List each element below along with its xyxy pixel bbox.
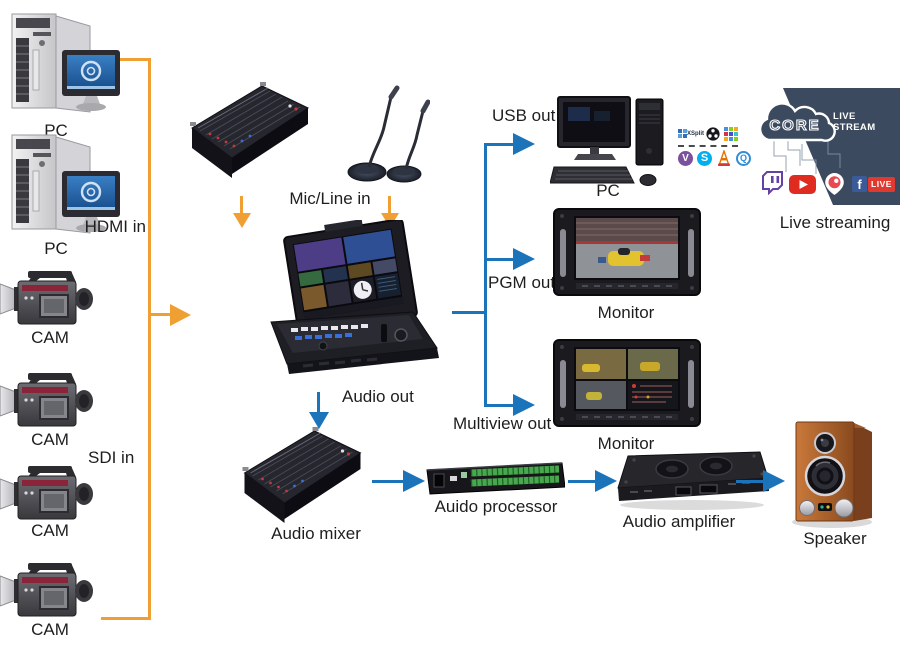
rack-monitor-icon [552, 205, 702, 302]
audio-mixer-label: Audio mixer [271, 524, 361, 543]
output-pc-label: PC [596, 181, 620, 200]
amplifier-speaker-arrow-head [763, 470, 785, 492]
facebook-icon: f [852, 176, 867, 192]
skype-icon: S [697, 151, 712, 166]
cam2-label: CAM [31, 430, 69, 449]
mic-line-in-label: Mic/Line in [289, 189, 371, 208]
mixer-arrow-head [233, 213, 251, 228]
cam1-label: CAM [31, 328, 69, 347]
input-arrow-head [170, 304, 191, 326]
audio-processor-label: Auido processor [434, 497, 558, 516]
amplifier-speaker-arrow-shaft [736, 480, 764, 483]
switcher-output-stub [452, 311, 484, 314]
usb-arrow-head [513, 133, 535, 155]
cam4-label: CAM [31, 620, 69, 639]
video-switcher-icon [263, 218, 445, 392]
obs-icon [706, 127, 720, 141]
mixer-arrow-shaft [240, 196, 243, 214]
youtube-icon [789, 175, 816, 194]
vmix-grid-icon [724, 127, 738, 141]
pc-tower-icon [0, 12, 130, 118]
monitor2-label: Monitor [597, 434, 655, 453]
camcorder-icon [0, 370, 95, 432]
mic-arrow-shaft [388, 196, 391, 214]
audio-out-label: Audio out [342, 387, 414, 406]
cloud-icon: CORE [751, 96, 841, 148]
output-bus-line [484, 143, 487, 407]
speaker-icon [788, 418, 880, 528]
monitor1-label: Monitor [597, 303, 655, 322]
camcorder-icon [0, 560, 95, 622]
sdi-connector-bottom [101, 617, 151, 620]
periscope-icon [824, 172, 845, 196]
rack-monitor-icon [552, 336, 702, 433]
audio-mixer-icon [240, 423, 365, 528]
camcorder-icon [0, 463, 95, 525]
audio-mixer-icon [190, 78, 310, 183]
input-bus-line [148, 58, 151, 620]
pc2-label: PC [44, 239, 68, 258]
multiview-arrow-head [513, 394, 535, 416]
hdmi-connector-top [100, 58, 149, 61]
usb-arrow-shaft [487, 143, 514, 146]
dashed-divider [678, 145, 738, 147]
processor-amplifier-arrow-head [595, 470, 617, 492]
multiview-arrow-shaft [487, 404, 514, 407]
cam3-label: CAM [31, 521, 69, 540]
live-stream-title: LIVE STREAM [833, 111, 876, 133]
mixer-processor-arrow-head [403, 470, 425, 492]
camcorder-icon [0, 268, 95, 330]
vlc-icon [718, 150, 730, 166]
encoder-app-icons: XSplit V S Q [678, 126, 762, 172]
gooseneck-mic-icon [345, 85, 431, 185]
audio-processor-icon [425, 458, 566, 498]
facebook-live-badge: LIVE [868, 177, 895, 192]
xsplit-label: XSplit [687, 131, 705, 137]
sdi-in-label: SDI in [88, 448, 135, 467]
speaker-label: Speaker [803, 529, 867, 548]
pc-tower-icon [0, 133, 130, 239]
audio-out-arrow-head [309, 412, 329, 429]
audio-out-arrow-shaft [317, 392, 320, 413]
viber-icon: V [678, 151, 693, 166]
live-streaming-caption: Live streaming [779, 213, 891, 232]
mixer-processor-arrow-shaft [372, 480, 404, 483]
multiview-out-label: Multiview out [453, 414, 552, 433]
twitch-icon [760, 170, 785, 196]
usb-out-label: USB out [492, 106, 556, 125]
audio-amplifier-icon [610, 450, 770, 512]
pgm-out-label: PGM out [488, 273, 556, 292]
audio-amplifier-label: Audio amplifier [622, 512, 736, 531]
desktop-pc-icon [549, 95, 670, 198]
processor-amplifier-arrow-shaft [568, 480, 596, 483]
hdmi-in-label: HDMI in [84, 217, 146, 236]
core-brand-text: CORE [769, 117, 820, 134]
input-arrow-shaft [151, 313, 171, 316]
xsplit-icon [678, 129, 687, 138]
pgm-arrow-shaft [487, 258, 514, 261]
quicktime-icon: Q [736, 151, 751, 166]
pgm-arrow-head [513, 248, 535, 270]
